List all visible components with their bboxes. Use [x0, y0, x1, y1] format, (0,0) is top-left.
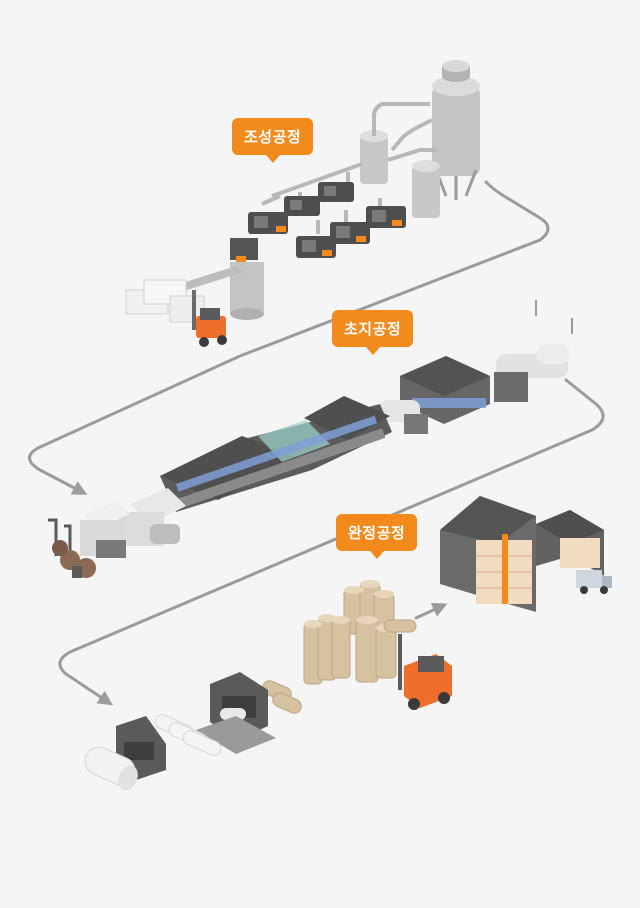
storage-tank-large — [432, 60, 480, 200]
papermaking-area — [48, 300, 573, 578]
flow-line-top — [28, 180, 550, 495]
pump — [284, 196, 320, 216]
flow-line-middle — [58, 378, 605, 706]
paper-roll-stacks — [303, 580, 397, 685]
storage-tank-medium — [360, 130, 440, 218]
rewinder-machine — [196, 672, 276, 754]
parent-roll — [84, 746, 138, 791]
stage-label-compounding: 조성공정 — [232, 118, 314, 163]
compounding-area — [125, 60, 480, 347]
dryer-section-main — [160, 396, 392, 512]
pump — [318, 182, 354, 202]
pump — [330, 222, 370, 244]
approach-tanks — [48, 518, 96, 578]
white-rolls — [154, 714, 222, 756]
crane-hooks — [535, 300, 573, 334]
small-rolls — [262, 680, 302, 714]
stage-label-finishing: 완정공정 — [336, 514, 418, 559]
pump — [296, 236, 336, 258]
forklift-icon — [192, 290, 227, 347]
stage-label-papermaking: 초지공정 — [332, 310, 414, 355]
pipe-network — [261, 102, 436, 234]
press-section — [118, 488, 186, 546]
reel-section — [494, 344, 570, 402]
truck-icon — [576, 570, 612, 594]
flow-line-to-warehouse — [414, 602, 448, 620]
finishing-area — [84, 496, 612, 791]
dryer-section-right — [380, 356, 490, 434]
pulper-tank — [230, 238, 264, 320]
warehouse — [440, 496, 604, 612]
pumps — [248, 182, 406, 258]
headbox-section — [80, 500, 130, 558]
pump — [366, 206, 406, 228]
pump — [248, 212, 288, 234]
forklift-large-icon — [383, 619, 452, 710]
flow-lines — [28, 180, 605, 706]
